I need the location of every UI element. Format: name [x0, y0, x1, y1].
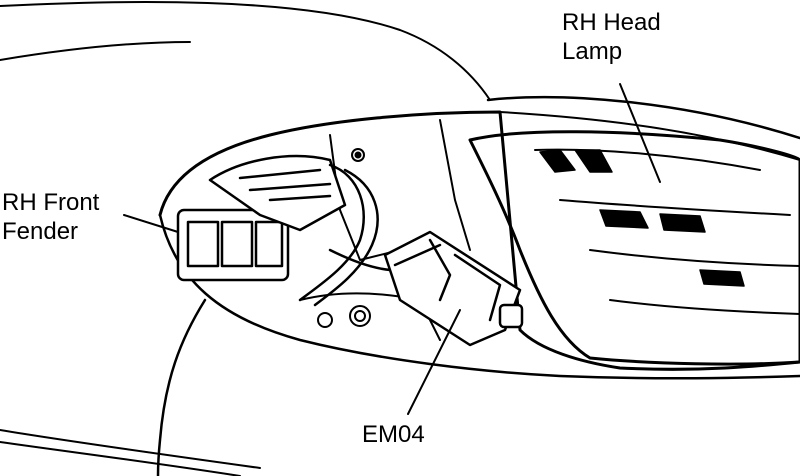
leader-front-fender — [123, 214, 179, 233]
fasteners — [317, 148, 371, 328]
wire-harness — [298, 163, 392, 307]
label-rh-head-lamp-line-2: Lamp — [562, 38, 623, 65]
leader-head-lamp — [619, 83, 661, 183]
headlamp-housing — [468, 130, 800, 366]
fender-lower-panel — [158, 213, 800, 380]
headlamp-lens-line-4 — [609, 299, 800, 315]
fender-side-line — [0, 429, 261, 469]
left-connector-cluster — [176, 154, 347, 282]
hood-outline — [0, 1, 491, 101]
label-rh-front-fender-line-1: RH Front — [2, 189, 100, 216]
upper-body-line — [486, 95, 800, 140]
headlamp-lens-line-3 — [589, 249, 800, 267]
fender-body-curve — [156, 298, 207, 476]
label-rh-head-lamp-line-1: RH Head — [562, 9, 661, 36]
em04-connector-body — [383, 230, 524, 347]
label-rh-front-fender-line-2: Fender — [2, 218, 79, 245]
label-rh-head-lamp: RH Head Lamp — [562, 8, 661, 66]
leader-em04 — [407, 309, 461, 415]
label-em04: EM04 — [362, 421, 425, 448]
label-rh-front-fender: RH Front Fender — [2, 188, 99, 246]
fender-opening-outline — [158, 110, 800, 371]
fender-side-line-2 — [0, 441, 241, 476]
headlamp-lens-line-2 — [559, 199, 791, 216]
hood-edge — [0, 41, 191, 61]
headlamp-reflector-hatching — [539, 149, 745, 287]
inner-wall-2 — [439, 119, 471, 251]
